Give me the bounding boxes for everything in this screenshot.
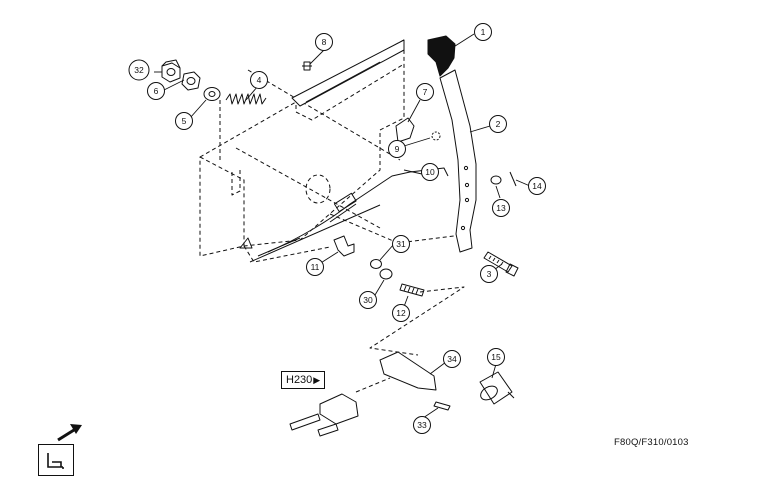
bracket-7 <box>395 117 415 143</box>
screw-8 <box>302 61 312 71</box>
callout-7: 7 <box>423 87 428 97</box>
control-lever <box>439 69 477 253</box>
lever-knob <box>427 35 456 77</box>
callout-3: 3 <box>487 269 492 279</box>
washer-5 <box>203 87 221 101</box>
washer-31 <box>370 259 382 269</box>
callout-33: 33 <box>417 420 427 430</box>
callout-6: 6 <box>154 86 159 96</box>
callout-9: 9 <box>395 144 400 154</box>
callout-4: 4 <box>257 75 262 85</box>
callout-8: 8 <box>322 37 327 47</box>
callout-12: 12 <box>396 308 406 318</box>
bolt-3 <box>483 251 519 277</box>
nut-32 <box>161 59 181 83</box>
bracket-34 <box>379 351 437 391</box>
callout-13: 13 <box>496 203 506 213</box>
front-direction-arrow-icon <box>57 424 82 442</box>
washer-13 <box>490 175 502 185</box>
callout-32: 32 <box>134 65 144 75</box>
figure-code: F80Q/F310/0103 <box>614 437 689 448</box>
split-pin-14 <box>509 171 517 187</box>
spring <box>225 93 267 105</box>
sensor-15 <box>479 371 515 405</box>
reference-arrow-icon: ▶ <box>313 375 321 385</box>
callout-circles <box>128 23 546 434</box>
callout-30: 30 <box>363 295 373 305</box>
clip-11 <box>333 235 355 257</box>
seat-view-icon <box>38 444 74 476</box>
callout-11: 11 <box>311 262 320 272</box>
bolt-33 <box>433 401 451 411</box>
control-cable <box>267 167 449 253</box>
nut-6 <box>181 71 201 91</box>
switch-assembly <box>289 393 359 437</box>
callout-numbers: 1 2 3 4 5 6 7 8 9 10 11 12 13 14 15 30 3… <box>134 27 542 430</box>
bolt-12 <box>399 283 425 297</box>
callout-2: 2 <box>496 119 501 129</box>
frame-panel <box>199 39 465 393</box>
callout-34: 34 <box>447 354 457 364</box>
callout-5: 5 <box>182 116 187 126</box>
callout-14: 14 <box>532 181 542 191</box>
washer-30 <box>379 268 393 280</box>
circlip-9 <box>431 131 441 141</box>
callout-10: 10 <box>425 167 435 177</box>
callout-1: 1 <box>481 27 486 37</box>
callout-31: 31 <box>396 239 406 249</box>
callout-15: 15 <box>491 352 501 362</box>
reference-link[interactable]: H230▶ <box>281 371 326 389</box>
reference-label: H230 <box>286 374 313 386</box>
